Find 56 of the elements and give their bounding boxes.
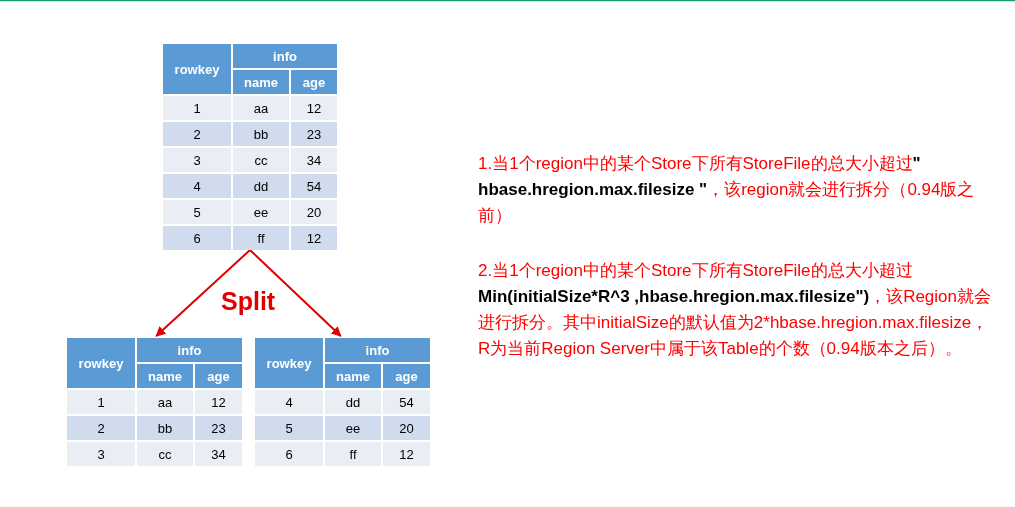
data-cell: 6 [163,226,231,250]
header-cell: info [325,338,430,362]
data-cell: dd [233,174,289,198]
data-cell: 23 [195,416,242,440]
data-cell: 12 [383,442,430,466]
header-cell: name [137,364,193,388]
header-cell: rowkey [67,338,135,388]
header-cell: age [383,364,430,388]
data-cell: 12 [291,226,337,250]
data-cell: bb [137,416,193,440]
data-cell: ee [233,200,289,224]
data-cell: 54 [291,174,337,198]
data-cell: 6 [255,442,323,466]
data-cell: bb [233,122,289,146]
header-cell: info [137,338,242,362]
data-cell: 4 [163,174,231,198]
region-table [67,338,242,466]
data-cell: ff [325,442,381,466]
header-cell: info [233,44,337,68]
header-cell: name [233,70,289,94]
data-cell: 54 [383,390,430,414]
data-cell: cc [233,148,289,172]
data-cell: 12 [291,96,337,120]
data-cell: aa [233,96,289,120]
data-cell: 34 [291,148,337,172]
region-table [163,44,337,250]
data-cell: 23 [291,122,337,146]
data-cell: 1 [163,96,231,120]
arrow [155,249,251,337]
split-label: Split [221,287,276,316]
data-cell: 2 [67,416,135,440]
header-cell: name [325,364,381,388]
data-cell: cc [137,442,193,466]
header-cell: rowkey [163,44,231,94]
data-cell: 4 [255,390,323,414]
data-cell: 3 [67,442,135,466]
note-paragraph: 2.当1个region中的某个Store下所有StoreFile的总大小超过Min(initialSize*R^3 ,hbase.hregion.max.filesize")，该Region就会进行拆分。其中initialSize的默认值为2*hbase.hregion.max.filesize，R为当前Region Server中属于该Table的个数（0.94版本之后）。 [478,260,992,360]
data-cell: ff [233,226,289,250]
data-cell: 5 [163,200,231,224]
data-cell: dd [325,390,381,414]
header-cell: rowkey [255,338,323,388]
data-cell: 20 [291,200,337,224]
data-cell: 34 [195,442,242,466]
data-cell: aa [137,390,193,414]
data-cell: 5 [255,416,323,440]
arrow [249,249,342,337]
note-paragraph: 1.当1个region中的某个Store下所有StoreFile的总大小超过" hbase.hregion.max.filesize "，该region就会进行拆分（0.94版之前） [478,153,976,227]
header-cell: age [195,364,242,388]
data-cell: 1 [67,390,135,414]
header-cell: age [291,70,337,94]
region-table [255,338,430,466]
data-cell: 2 [163,122,231,146]
data-cell: 20 [383,416,430,440]
data-cell: 12 [195,390,242,414]
data-cell: 3 [163,148,231,172]
data-cell: ee [325,416,381,440]
